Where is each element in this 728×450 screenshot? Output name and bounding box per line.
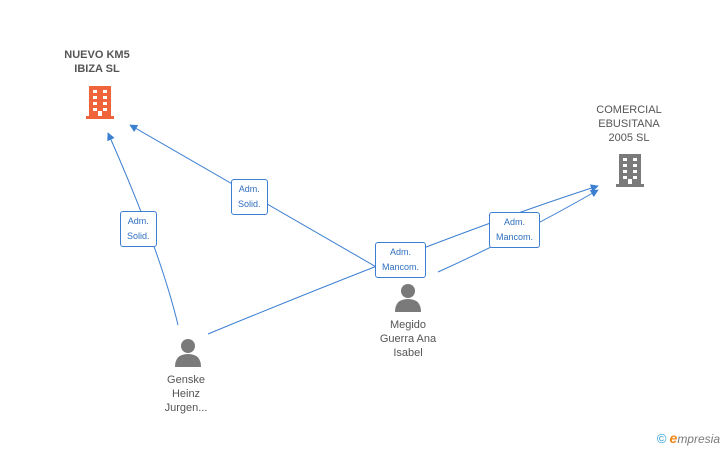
person-name-line: Isabel <box>393 347 423 359</box>
building-icon[interactable] <box>614 152 646 188</box>
person-genske-label[interactable]: Genske Heinz Jurgen... <box>141 373 231 415</box>
person-name-line: Megido <box>389 319 427 331</box>
brand-logo-text: mpresia <box>677 432 720 446</box>
role-text: Adm. <box>504 217 526 227</box>
company-name-line: NUEVO KM5 <box>64 49 130 61</box>
role-text: Adm. <box>127 216 149 226</box>
role-text: Adm. <box>238 184 260 194</box>
role-text: Solid. <box>238 199 261 209</box>
edge-label-megido-comercial[interactable]: Adm. Mancom. <box>489 212 541 248</box>
role-text: Solid. <box>127 231 150 241</box>
role-text: Mancom. <box>496 232 534 242</box>
person-icon[interactable] <box>393 282 423 312</box>
company-name-line: IBIZA SL <box>74 63 120 75</box>
person-megido-label[interactable]: Megido Guerra Ana Isabel <box>363 318 453 360</box>
person-name-line: Heinz <box>171 388 201 400</box>
building-icon[interactable] <box>84 84 116 120</box>
company-name-line: EBUSITANA <box>598 118 660 130</box>
edge-label-megido-nuevo-km5[interactable]: Adm. Solid. <box>231 179 268 215</box>
copyright-symbol: © <box>656 431 667 446</box>
role-text: Adm. <box>390 247 412 257</box>
role-text: Mancom. <box>382 262 420 272</box>
person-name-line: Genske <box>167 374 205 386</box>
edge-label-genske-comercial[interactable]: Adm. Mancom. <box>375 242 427 278</box>
edge-genske-to-comercial <box>207 184 599 335</box>
brand-logo-letter: e <box>669 430 678 446</box>
company-nuevo-km5-label[interactable]: NUEVO KM5 IBIZA SL <box>52 48 142 76</box>
empresia-brand: ©empresia <box>657 430 720 446</box>
company-comercial-label[interactable]: COMERCIAL EBUSITANA 2005 SL <box>584 103 674 145</box>
person-name-line: Jurgen... <box>164 402 208 414</box>
person-name-line: Guerra Ana <box>379 333 437 345</box>
company-name-line: COMERCIAL <box>596 104 662 116</box>
person-icon[interactable] <box>173 337 203 367</box>
edge-label-genske-nuevo-km5[interactable]: Adm. Solid. <box>120 211 157 247</box>
company-name-line: 2005 SL <box>608 132 650 144</box>
